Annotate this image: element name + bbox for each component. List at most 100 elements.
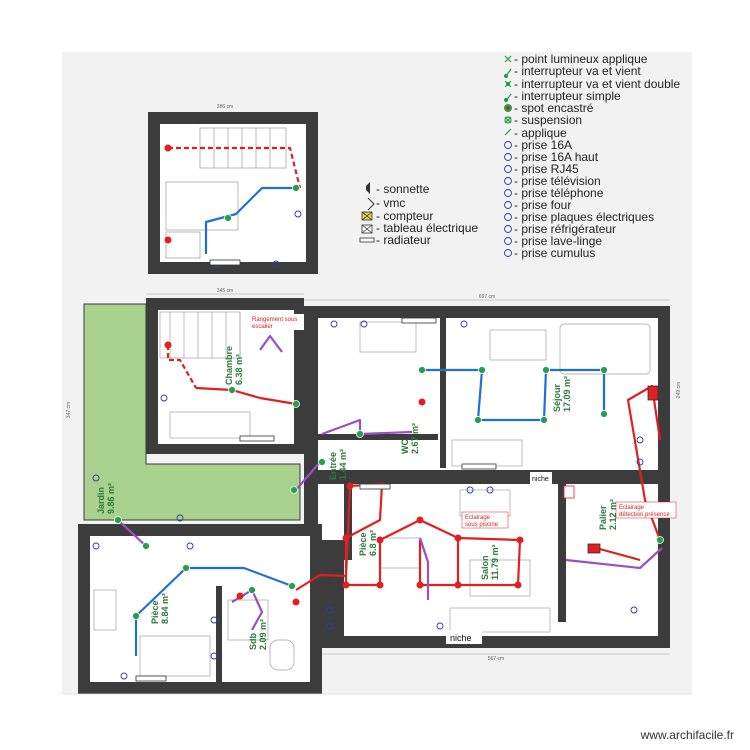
spot-icon [292, 598, 300, 606]
switch-icon [474, 416, 482, 424]
outlet-icon [176, 514, 184, 522]
switch-icon [290, 486, 298, 494]
room-area-salon: 11.79 m² [490, 544, 500, 580]
legend-item-prise-16a-haut: - prise 16A haut [514, 150, 599, 164]
spot-icon [454, 534, 462, 542]
spot-icon [164, 236, 172, 244]
room-name-jardin: Jardin [96, 487, 106, 514]
legend-item-prise-cumulus: - prise cumulus [514, 246, 595, 260]
legend-outlet-icon [504, 213, 512, 221]
svg-text:- tableau électrique: - tableau électrique [376, 221, 478, 235]
outlet-icon [630, 606, 638, 614]
note-eclairage-piscine-line2: sous piscine [465, 522, 499, 528]
spot-icon [416, 516, 424, 524]
room-name-cuisine: Pièce [358, 532, 368, 556]
radiator-icon [359, 483, 391, 490]
purple-circuit-garden-2 [295, 461, 321, 491]
legend-item-point-lumineux: - point lumineux applique [504, 52, 648, 66]
outlet-icon [210, 616, 218, 624]
vmc-icon [563, 485, 575, 499]
legend-outlet-icon [504, 237, 512, 245]
room-name-pieces: Pièce [150, 600, 160, 624]
room-name-sdb: Sdb [248, 632, 258, 650]
vmc-legend-icon [367, 197, 375, 211]
footer-watermark: www.archifacile.fr [640, 728, 734, 742]
switch-icon [292, 184, 300, 192]
room-name-palier: Palier [598, 505, 608, 530]
spot-icon [376, 536, 384, 544]
dimension-labels: 345 cm 697 cm 567 cm 347 cm 249 cm [66, 288, 682, 662]
red-circuit-chambre-2 [195, 386, 297, 406]
outlet-icon [330, 320, 338, 328]
svg-text:- radiateur: - radiateur [376, 233, 431, 247]
legend-item-compteur: - compteur [361, 209, 433, 223]
purple-circuit-kitchen [418, 537, 430, 600]
radiator-icon [209, 259, 241, 266]
radiator-icon [135, 675, 167, 682]
outlet-icon [436, 622, 444, 630]
legend-item-spot: - spot encastré [504, 101, 594, 115]
note-eclairage-detection-line1: Eclairage [619, 505, 645, 511]
outlet-icon [92, 474, 100, 482]
room-area-palier: 2.12 m² [608, 499, 618, 530]
spot-icon [164, 341, 172, 349]
legend-outlet-icon [504, 153, 512, 161]
switch-icon [418, 366, 426, 374]
legend-item-sonnette: - sonnette [366, 182, 430, 196]
room-area-pieces: 8.84 m² [160, 593, 170, 624]
legend-item-va-et-vient-double: - interrupteur va et vient double [504, 77, 680, 91]
dimension-left-height: 347 cm [66, 402, 72, 418]
switch-icon [356, 430, 364, 438]
room-area-sejour: 17.09 m² [562, 376, 572, 412]
switch-icon [600, 410, 608, 418]
niche-label-top: niche [532, 476, 549, 483]
room-area-chambre: 6.38 m² [234, 354, 244, 385]
switch-icon [540, 416, 548, 424]
spot-icon [376, 581, 384, 589]
top-box-dimension: 386 cm [217, 104, 233, 110]
room-name-entree: Entrée [328, 452, 338, 480]
switch-icon [114, 516, 122, 524]
outlet-icon [186, 542, 194, 550]
switch-icon [182, 564, 190, 572]
furniture [93, 311, 651, 677]
spot-icon [516, 536, 524, 544]
legend-item-prise-refrigerateur: - prise réfrigérateur [514, 222, 616, 236]
legend-item-prise-four: - prise four [514, 198, 571, 212]
legend-outlet-icon [504, 177, 512, 185]
spot-icon [164, 144, 172, 152]
purple-circuit-palier [565, 547, 663, 570]
spot-icon [342, 534, 350, 542]
switch-icon [656, 536, 664, 544]
switch-icon [542, 366, 550, 374]
spot-icon [236, 592, 244, 600]
svg-text:- suspension: - suspension [514, 113, 582, 127]
svg-text:- spot encastré: - spot encastré [514, 101, 594, 115]
spot-icon [416, 581, 424, 589]
legend-outlet-icon [504, 225, 512, 233]
legend-item-prise-television: - prise télévision [514, 174, 601, 188]
dimension-upper-width: 345 cm [217, 288, 233, 294]
radiator-icon [401, 317, 437, 324]
switch-icon [318, 458, 326, 466]
room-area-entree: 1.44 m² [338, 449, 348, 480]
electric-meter-icon [587, 543, 601, 554]
legend-left: - sonnette - vmc - compteur - tableau él… [359, 182, 478, 247]
dimension-bottom-width: 567 cm [488, 656, 504, 662]
svg-text:- interrupteur simple: - interrupteur simple [514, 89, 621, 103]
garden-area [83, 303, 301, 521]
svg-text:- interrupteur va et vient: - interrupteur va et vient [514, 64, 641, 78]
dimension-main-width: 697 cm [479, 294, 495, 300]
legend-outlet-icon [504, 141, 512, 149]
room-name-salon: Salon [480, 555, 490, 580]
note-eclairage-detection-line2: détection présence [619, 512, 670, 518]
outlet-icon [326, 622, 334, 630]
svg-text:- applique: - applique [514, 126, 567, 140]
legend-item-prise-rj45: - prise RJ45 [514, 162, 579, 176]
red-circuit-upper [168, 146, 302, 189]
outlet-icon [92, 542, 100, 550]
purple-circuit-garden [117, 519, 147, 547]
room-area-wc: 2.67 m² [410, 423, 420, 454]
spot-icon [418, 398, 426, 406]
